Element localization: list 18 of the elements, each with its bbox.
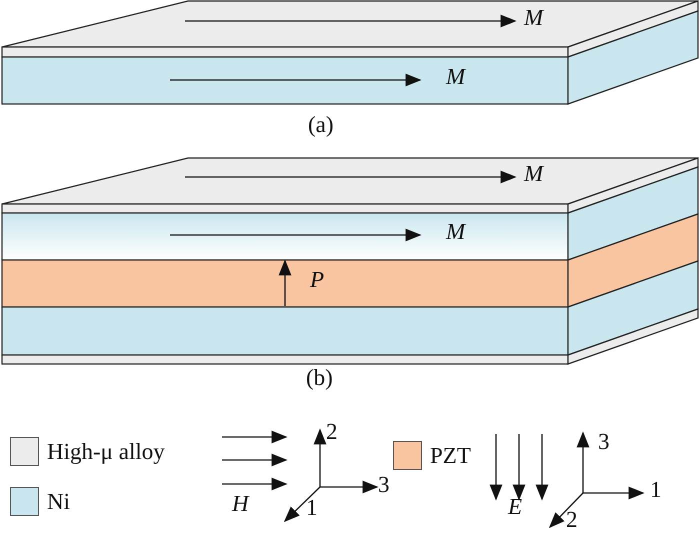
- symbol-label: M: [446, 65, 466, 88]
- legend-label: PZT: [430, 444, 471, 467]
- legend-label: High-μ alloy: [47, 440, 165, 463]
- axis-label: 2: [566, 508, 578, 531]
- symbol-label: M: [446, 220, 466, 243]
- symbol-label: M: [524, 6, 544, 29]
- symbol-label: P: [310, 268, 324, 291]
- panel-label: (b): [306, 366, 333, 389]
- legend-label: Ni: [47, 490, 70, 513]
- axis-label: 1: [306, 496, 318, 519]
- symbol-label: H: [232, 492, 249, 515]
- symbol-label: M: [524, 162, 544, 185]
- axis-label: 3: [378, 473, 390, 496]
- axis-label: 1: [650, 478, 662, 501]
- panel-label: (a): [308, 113, 334, 136]
- symbol-label: E: [508, 495, 522, 518]
- axis-label: 3: [598, 430, 610, 453]
- axis-label: 2: [326, 420, 338, 443]
